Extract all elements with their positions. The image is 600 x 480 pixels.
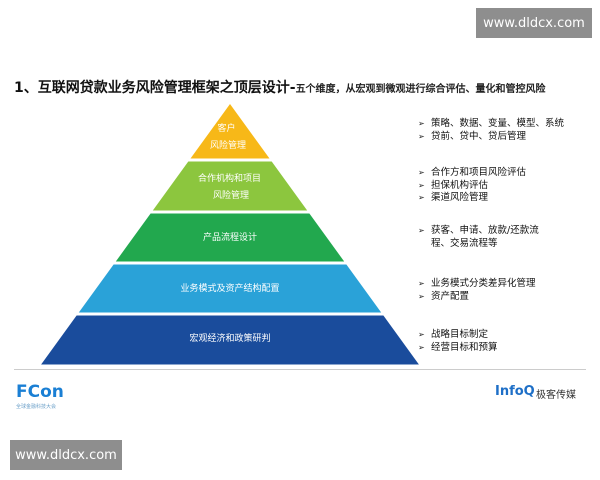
bullet-group-1: ➢策略、数据、变量、模型、系统 ➢贷前、贷中、贷后管理 [418,118,564,143]
list-item: ➢合作方和项目风险评估 [418,167,527,178]
arrow-bullet-icon: ➢ [418,330,425,339]
arrow-bullet-icon: ➢ [418,131,425,141]
pyramid-layer-2 [152,161,308,211]
footer-divider [14,369,586,370]
arrow-bullet-icon: ➢ [418,279,425,288]
list-item: ➢资产配置 [418,290,470,302]
bullet-group-3: ➢获客、申请、放款/还款流程、交易流程等 [418,225,553,250]
bullet-group-4: ➢业务模式分类差异化管理 ➢资产配置 [418,278,536,303]
layer-2-label: 合作机构和项目 风险管理 [198,172,264,201]
infoq-brand-name: 极客传媒 [536,390,576,401]
arrow-bullet-icon: ➢ [418,119,425,128]
bullet-group-2: ➢合作方和项目风险评估 ➢担保机构评估 ➢渠道风险管理 [418,167,526,205]
layer-3-label: 产品流程设计 [203,231,257,243]
pyramid-layer-5 [41,315,419,365]
list-item: ➢获客、申请、放款/还款流程、交易流程等 [418,225,539,249]
list-item: ➢担保机构评估 [418,179,489,191]
list-item: ➢策略、数据、变量、模型、系统 [418,118,565,129]
list-item: ➢贷前、贷中、贷后管理 [418,130,527,142]
arrow-bullet-icon: ➢ [418,291,425,301]
arrow-bullet-icon: ➢ [418,193,425,202]
arrow-bullet-icon: ➢ [418,226,425,235]
title-main: 1、互联网贷款业务风险管理框架之顶层设计- [14,80,296,96]
list-item: ➢战略目标制定 [418,329,489,340]
fcon-logo: FCon [16,382,64,402]
infoq-logo: InfoQ [495,384,535,399]
watermark-bottom: www.dldcx.com [10,440,122,470]
layer-1-label: 客户 风险管理 [210,122,246,151]
pyramid-layer-1 [190,104,270,159]
arrow-bullet-icon: ➢ [418,180,425,190]
bullet-group-5: ➢战略目标制定 ➢经营目标和预算 [418,329,498,354]
page-title: 1、互联网贷款业务风险管理框架之顶层设计-五个维度，从宏观到微观进行综合评估、量… [14,77,594,97]
list-item: ➢经营目标和预算 [418,341,498,353]
title-subtitle: 五个维度，从宏观到微观进行综合评估、量化和管控风险 [295,84,546,95]
arrow-bullet-icon: ➢ [418,168,425,177]
layer-4-label: 业务模式及资产结构配置 [180,282,279,294]
pyramid-layer-3 [115,213,345,262]
layer-5-label: 宏观经济和政策研判 [189,332,270,344]
list-item: ➢渠道风险管理 [418,192,489,203]
list-item: ➢业务模式分类差异化管理 [418,278,536,289]
pyramid-layer-4 [78,264,382,313]
watermark-top: www.dldcx.com [476,8,592,38]
arrow-bullet-icon: ➢ [418,342,425,352]
fcon-subtitle: 全球金融科技大会 [16,404,57,410]
